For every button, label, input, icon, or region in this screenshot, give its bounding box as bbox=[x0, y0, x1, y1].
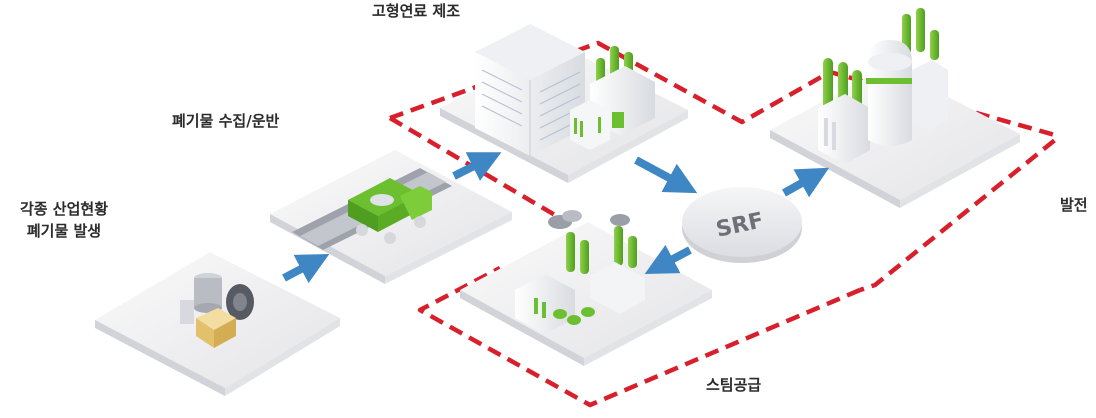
label-srf-manufacturing: 고형연료 제조 bbox=[372, 2, 461, 20]
steam-loop-dashed-line bbox=[417, 266, 861, 408]
srf-hub: SRF bbox=[682, 187, 802, 263]
flow-arrow-hub-to-power bbox=[782, 167, 830, 198]
flow-arrow-waste-to-collection bbox=[282, 254, 330, 284]
label-waste-generation-line1: 각종 산업현황 bbox=[19, 200, 109, 218]
flow-arrow-hub-to-steam bbox=[644, 244, 692, 274]
label-collection-transport: 폐기물 수집/운반 bbox=[172, 112, 280, 130]
waste-pile-icon bbox=[180, 273, 254, 348]
flow-arrow-collection-to-srf bbox=[452, 152, 502, 181]
factory-icon bbox=[475, 24, 655, 156]
label-steam-supply: 스팀공급 bbox=[706, 376, 762, 394]
label-power-generation: 발전 bbox=[1060, 196, 1088, 214]
label-waste-generation: 각종 산업현황 폐기물 발생 bbox=[8, 198, 120, 242]
steam-plant-icon bbox=[515, 210, 645, 334]
dump-truck-icon bbox=[348, 178, 432, 244]
label-waste-generation-line2: 폐기물 발생 bbox=[26, 222, 102, 240]
flow-arrow-srf-to-hub bbox=[634, 156, 698, 194]
power-plant-icon bbox=[818, 8, 948, 164]
